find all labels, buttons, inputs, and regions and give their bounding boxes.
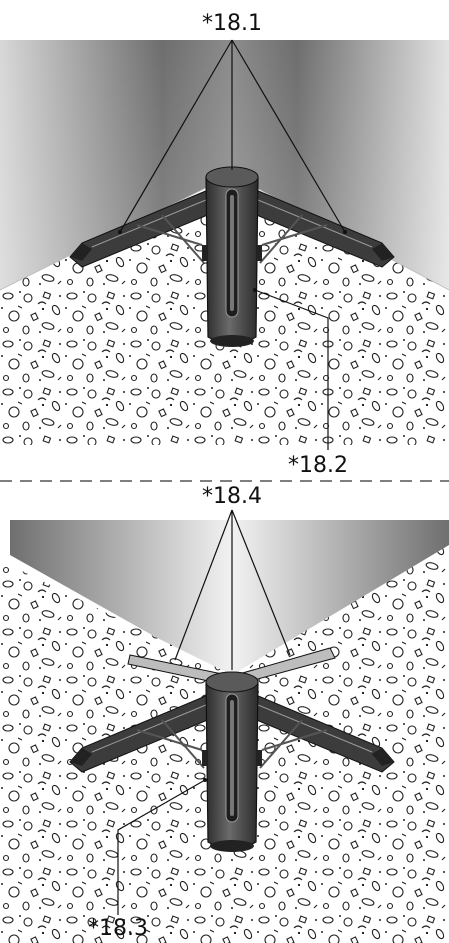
top-panel: *18.1 *18.2 — [0, 11, 449, 478]
ceiling-left — [10, 520, 232, 680]
leader-line-18-3 — [117, 779, 206, 915]
callout-18-2: *18.2 — [288, 453, 348, 478]
leader-lines-18-1 — [119, 39, 346, 233]
bottom-panel: *18.4 *18.3 — [0, 484, 449, 943]
leader-lines-18-4 — [174, 509, 291, 670]
callout-18-4: *18.4 — [202, 484, 262, 509]
callout-18-1: *18.1 — [202, 11, 262, 36]
callout-18-3: *18.3 — [88, 916, 148, 941]
leader-line-18-2 — [254, 289, 329, 450]
ceiling-right — [232, 520, 449, 680]
